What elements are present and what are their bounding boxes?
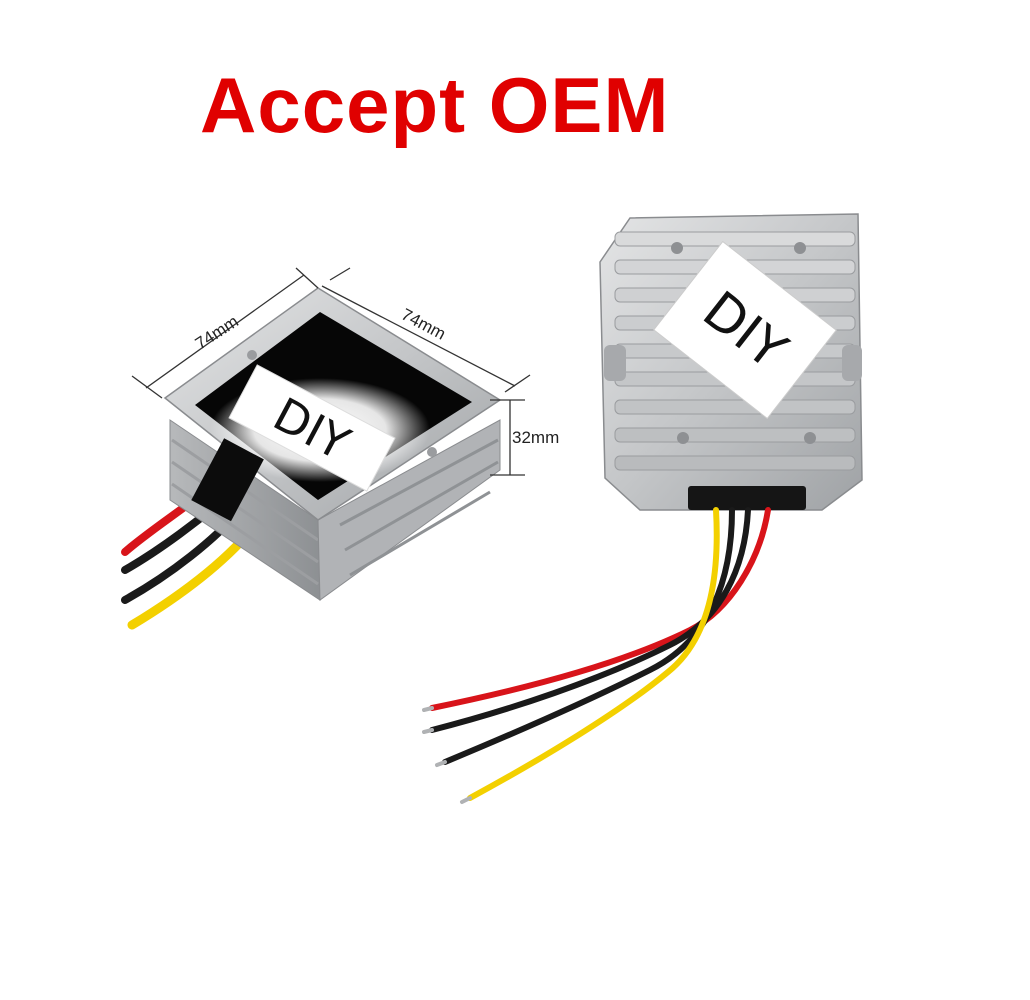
headline-accept-oem: Accept OEM xyxy=(200,61,670,149)
right-wires xyxy=(429,507,771,801)
dim-width-label: 74mm xyxy=(192,312,242,354)
right-converter: DIY xyxy=(422,213,863,804)
left-converter: DIY 74mm 74mm 32mm xyxy=(121,267,559,630)
dimension-lines xyxy=(131,267,531,476)
dim-height-label: 32mm xyxy=(512,428,559,447)
